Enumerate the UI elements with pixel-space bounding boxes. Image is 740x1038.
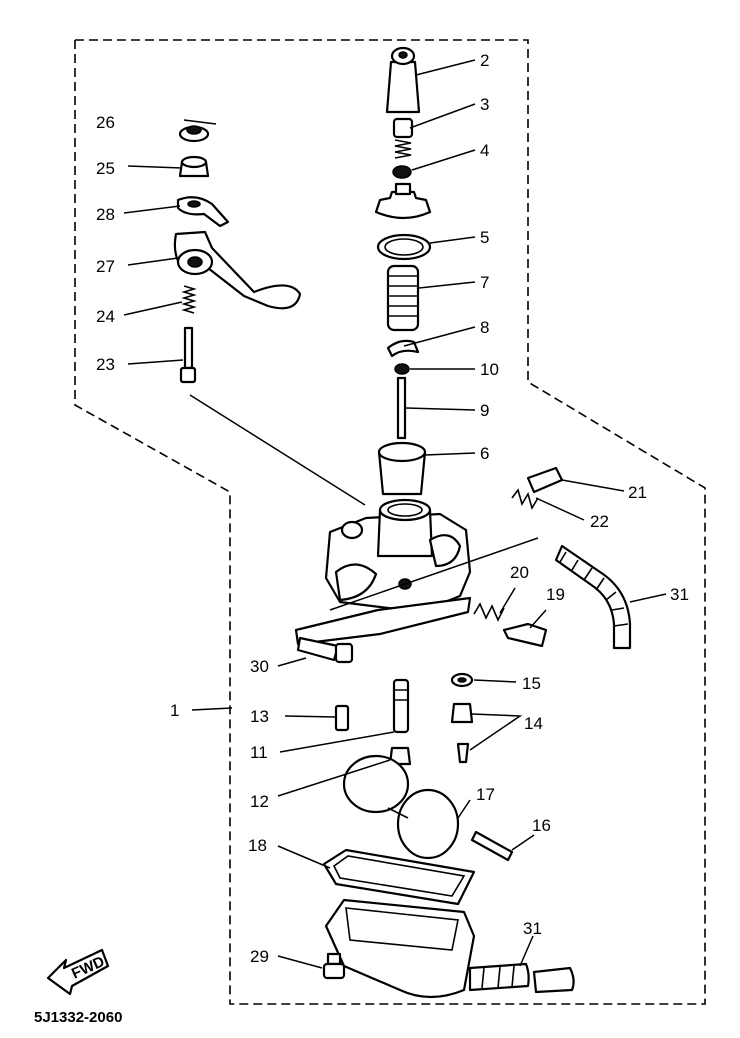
- callout-1: 1: [170, 701, 179, 720]
- washer-part: [450, 672, 474, 688]
- callout-21: 21: [628, 483, 647, 502]
- throttle-valve-part: [377, 441, 427, 496]
- jet-needle-part: [396, 376, 407, 440]
- callout-28: 28: [96, 205, 115, 224]
- overflow-hose-part: [554, 544, 632, 650]
- needle-clip-part: [394, 363, 410, 375]
- lock-nut-part: [392, 165, 412, 179]
- callout-14: 14: [524, 714, 543, 733]
- pilot-air-spring-part: [473, 602, 505, 622]
- callout-24: 24: [96, 307, 115, 326]
- callout-31-drain: 31: [523, 919, 542, 938]
- throttle-spring-part: [386, 264, 420, 332]
- pilot-jet-part: [334, 704, 350, 732]
- callout-16: 16: [532, 816, 551, 835]
- drain-hose-part: [468, 962, 575, 994]
- callout-4: 4: [480, 141, 489, 160]
- body-screw-part: [296, 636, 354, 664]
- carburetor-body-part: [294, 498, 472, 646]
- needle-valve-part: [456, 742, 470, 764]
- assembly-boundary: [74, 39, 706, 1005]
- callout-3: 3: [480, 95, 489, 114]
- callout-8: 8: [480, 318, 489, 337]
- callout-26: 26: [96, 113, 115, 132]
- callout-6: 6: [480, 444, 489, 463]
- fwd-arrow-icon: FWD: [46, 948, 110, 996]
- callout-23: 23: [96, 355, 115, 374]
- callouts: 1 2 3 4 5 6 7 8 9 10 11 12 13 14 15 16 1…: [96, 51, 689, 966]
- callout-9: 9: [480, 401, 489, 420]
- callout-12: 12: [250, 792, 269, 811]
- throttle-stop-spring-part: [511, 488, 539, 510]
- pilot-air-screw-part: [502, 622, 548, 648]
- float-part: [342, 754, 460, 860]
- leader-lines: [123, 59, 667, 969]
- float-chamber-gasket-part: [322, 848, 476, 906]
- callout-20: 20: [510, 563, 529, 582]
- callout-11: 11: [250, 743, 268, 762]
- starter-spring-part: [181, 285, 197, 314]
- callout-22: 22: [590, 512, 609, 531]
- float-chamber-part: [324, 898, 476, 999]
- callout-18: 18: [248, 836, 267, 855]
- callout-27: 27: [96, 257, 115, 276]
- mixing-chamber-top-part: [374, 182, 432, 220]
- adjuster-nut-part: [178, 155, 210, 178]
- drain-screw-part: [322, 952, 346, 980]
- gasket-ring-part: [376, 233, 432, 261]
- lock-plate-part: [176, 196, 230, 228]
- callout-29: 29: [250, 947, 269, 966]
- callout-30: 30: [250, 657, 269, 676]
- callout-25: 25: [96, 159, 115, 178]
- needle-valve-seat-part: [450, 702, 474, 724]
- callout-31-hose: 31: [670, 585, 689, 604]
- callout-17: 17: [476, 785, 495, 804]
- starter-lever-part: [173, 230, 302, 310]
- figure-code: 5J1332-2060: [34, 1009, 122, 1026]
- cap-nut-part: [178, 125, 210, 143]
- float-pin-part: [470, 830, 514, 862]
- throttle-stop-screw-part: [526, 466, 564, 494]
- needle-jet-part: [392, 678, 410, 734]
- callout-5: 5: [480, 228, 489, 247]
- callout-10: 10: [480, 360, 499, 379]
- callout-13: 13: [250, 707, 269, 726]
- cable-boot-part: [385, 46, 421, 114]
- starter-plunger-part: [179, 326, 197, 384]
- callout-2: 2: [480, 51, 489, 70]
- callout-7: 7: [480, 273, 489, 292]
- cable-adjuster-part: [392, 117, 414, 159]
- callout-19: 19: [546, 585, 565, 604]
- callout-15: 15: [522, 674, 541, 693]
